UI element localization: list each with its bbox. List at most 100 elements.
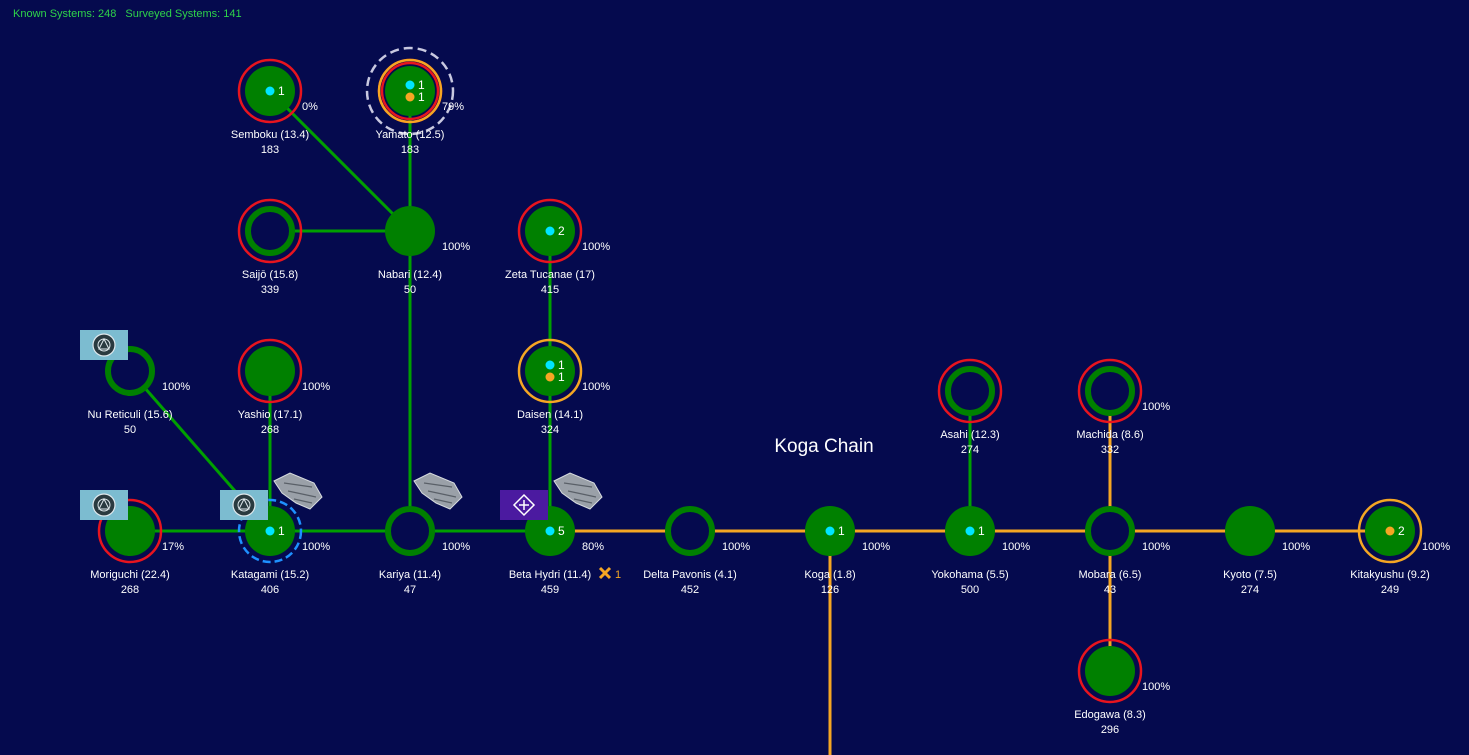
orange-population-dot [405, 92, 415, 102]
system-population-label: 47 [404, 584, 416, 596]
system-name-label: Semboku (13.4) [231, 129, 309, 141]
combat-count: 1 [615, 569, 621, 581]
emblem-triangle [98, 337, 110, 350]
system-population-label: 183 [261, 144, 279, 156]
ship-detail [283, 482, 317, 504]
system-name-label: Koga (1.8) [804, 569, 855, 581]
population-count: 2 [558, 224, 565, 238]
cyan-population-dot [965, 526, 975, 536]
faction-cross-icon [519, 500, 529, 510]
system-name-label: Yamato (12.5) [376, 129, 445, 141]
system-node [245, 346, 295, 396]
system-name-label: Saijō (15.8) [242, 269, 298, 281]
empire-flag-icon[interactable] [220, 490, 268, 520]
system-asahi[interactable]: Asahi (12.3)274 [937, 358, 1003, 456]
population-count: 1 [838, 524, 845, 538]
red-ring [517, 198, 583, 264]
population-count: 1 [418, 90, 425, 104]
survey-percent: 100% [442, 541, 470, 553]
population-count: 1 [558, 370, 565, 384]
red-ring [1077, 638, 1143, 704]
system-population-label: 268 [121, 584, 139, 596]
system-yashio[interactable]: 100%Yashio (17.1)268 [238, 338, 331, 436]
system-nabari[interactable]: 100%Nabari (12.4)50 [378, 206, 470, 296]
system-name-label: Yokohama (5.5) [931, 569, 1008, 581]
faction-diamond-icon [512, 493, 536, 517]
ship-detail [563, 482, 597, 504]
survey-percent: 100% [1282, 541, 1310, 553]
survey-percent: 100% [302, 541, 330, 553]
system-node [1225, 506, 1275, 556]
faction-flag-icon[interactable] [500, 490, 548, 520]
system-population-label: 332 [1101, 444, 1119, 456]
system-name-label: Zeta Tucanae (17) [505, 269, 595, 281]
system-semboku[interactable]: 10%Semboku (13.4)183 [231, 58, 318, 156]
survey-percent: 100% [862, 541, 890, 553]
system-population-label: 274 [1241, 584, 1259, 596]
survey-percent: 100% [1002, 541, 1030, 553]
system-kariya[interactable]: 100% Kariya (11.4) 47 [379, 472, 470, 596]
population-count: 1 [978, 524, 985, 538]
system-nu-reticuli[interactable]: 100%Nu Reticuli (15.6)50 [80, 330, 190, 436]
system-node [385, 206, 435, 256]
system-name-label: Moriguchi (22.4) [90, 569, 169, 581]
system-moriguchi[interactable]: 17% Moriguchi (22.4) 268 [80, 490, 184, 596]
system-population-label: 50 [124, 424, 136, 436]
system-name-label: Machida (8.6) [1076, 429, 1143, 441]
survey-percent: 100% [162, 381, 190, 393]
white-dashed-ring [365, 46, 455, 136]
emblem-triangle [238, 497, 250, 510]
system-kyoto[interactable]: 100%Kyoto (7.5)274 [1223, 506, 1310, 596]
system-population-label: 249 [1381, 584, 1399, 596]
system-mobara[interactable]: 100%Mobara (6.5)43 [1079, 506, 1171, 596]
system-node [525, 346, 575, 396]
population-count: 5 [558, 524, 565, 538]
fleet-ship-icon[interactable] [413, 472, 463, 510]
system-name-label: Edogawa (8.3) [1074, 709, 1146, 721]
survey-percent: 100% [1142, 541, 1170, 553]
empire-flag-icon[interactable] [80, 490, 128, 520]
cyan-population-dot [545, 360, 555, 370]
system-node [385, 66, 435, 116]
map-title: Koga Chain [774, 436, 873, 457]
survey-percent: 100% [1422, 541, 1450, 553]
system-node-hollow [665, 506, 715, 556]
system-name-label: Kariya (11.4) [379, 569, 441, 581]
system-edogawa[interactable]: 100%Edogawa (8.3)296 [1074, 638, 1170, 736]
system-node-hollow [945, 366, 995, 416]
system-population-label: 339 [261, 284, 279, 296]
survey-percent: 100% [302, 381, 330, 393]
fleet-ship-icon[interactable] [553, 472, 603, 510]
system-machida[interactable]: 100%Machida (8.6)332 [1076, 358, 1170, 456]
survey-percent: 100% [582, 381, 610, 393]
survey-percent: 17% [162, 541, 184, 553]
fleet-ship-icon[interactable] [273, 472, 323, 510]
system-node-hollow [245, 206, 295, 256]
cyan-population-dot [825, 526, 835, 536]
system-node-hollow [385, 506, 435, 556]
system-delta-pavonis[interactable]: 100%Delta Pavonis (4.1)452 [643, 506, 750, 596]
ship-hull [273, 472, 323, 510]
system-saijo[interactable]: Saijō (15.8) 339 [237, 198, 303, 296]
system-population-label: 50 [404, 284, 416, 296]
system-node-hollow [1085, 506, 1135, 556]
cyan-population-dot [265, 526, 275, 536]
system-name-label: Katagami (15.2) [231, 569, 309, 581]
empire-flag-icon[interactable] [80, 330, 128, 360]
system-name-label: Yashio (17.1) [238, 409, 303, 421]
survey-percent: 100% [442, 241, 470, 253]
population-count: 1 [418, 78, 425, 92]
combat-marker[interactable]: 1 [598, 566, 621, 581]
cyan-population-dot [545, 526, 555, 536]
red-ring [1077, 358, 1143, 424]
system-population-label: 452 [681, 584, 699, 596]
